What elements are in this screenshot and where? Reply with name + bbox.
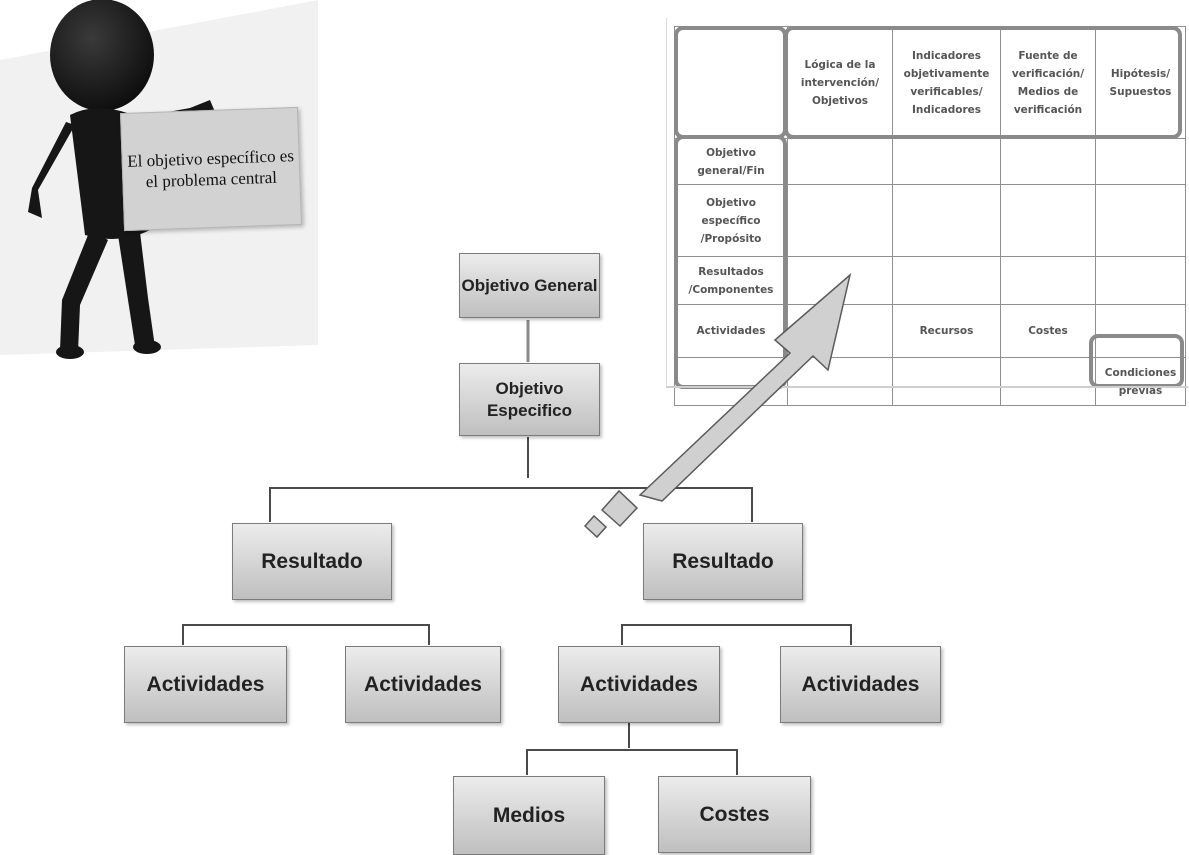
- matrix-cell: [892, 256, 1001, 305]
- objetivo-general-box: Objetivo General: [459, 253, 600, 318]
- costes-box: Costes: [658, 776, 811, 853]
- matrix-cell: [787, 357, 893, 406]
- matrix-header-frame: [784, 26, 1182, 139]
- matrix-cell: [1000, 256, 1096, 305]
- actividades-box-2: Actividades: [345, 646, 501, 723]
- matrix-row-label: Objetivo general/Fin: [674, 138, 788, 185]
- actividades-box-4: Actividades: [780, 646, 941, 723]
- matrix-cell: [1000, 357, 1096, 406]
- actividades-box-1: Actividades: [124, 646, 287, 723]
- matrix-bottom-line: [666, 386, 1188, 388]
- matrix-row-label: Objetivo específico /Propósito: [674, 184, 788, 257]
- matrix-edge: [666, 18, 667, 388]
- matrix-cell: [1095, 304, 1186, 358]
- matrix-table: Lógica de la intervención/ Objetivos Ind…: [674, 26, 1186, 406]
- matrix-cell: [787, 184, 893, 257]
- matrix-row-label: Actividades: [674, 304, 788, 358]
- matrix-cell: [1095, 256, 1186, 305]
- medios-box: Medios: [453, 776, 605, 855]
- matrix-cell: Costes: [1000, 304, 1096, 358]
- matrix-header-cell: Indicadores objetivamente verificables/ …: [892, 26, 1001, 139]
- resultado-box-left: Resultado: [232, 523, 392, 600]
- resultado-box-right: Resultado: [643, 523, 803, 600]
- actividades-box-3: Actividades: [558, 646, 720, 723]
- matrix-cell: [1095, 138, 1186, 185]
- arrow-icon: [583, 272, 852, 539]
- matrix-cell: [1095, 184, 1186, 257]
- matrix-cell: [1000, 184, 1096, 257]
- matrix-header-cell: Hipótesis/ Supuestos: [1095, 26, 1186, 139]
- logical-framework-matrix: Lógica de la intervención/ Objetivos Ind…: [666, 18, 1188, 406]
- objetivo-especifico-box: Objetivo Especifico: [459, 363, 600, 436]
